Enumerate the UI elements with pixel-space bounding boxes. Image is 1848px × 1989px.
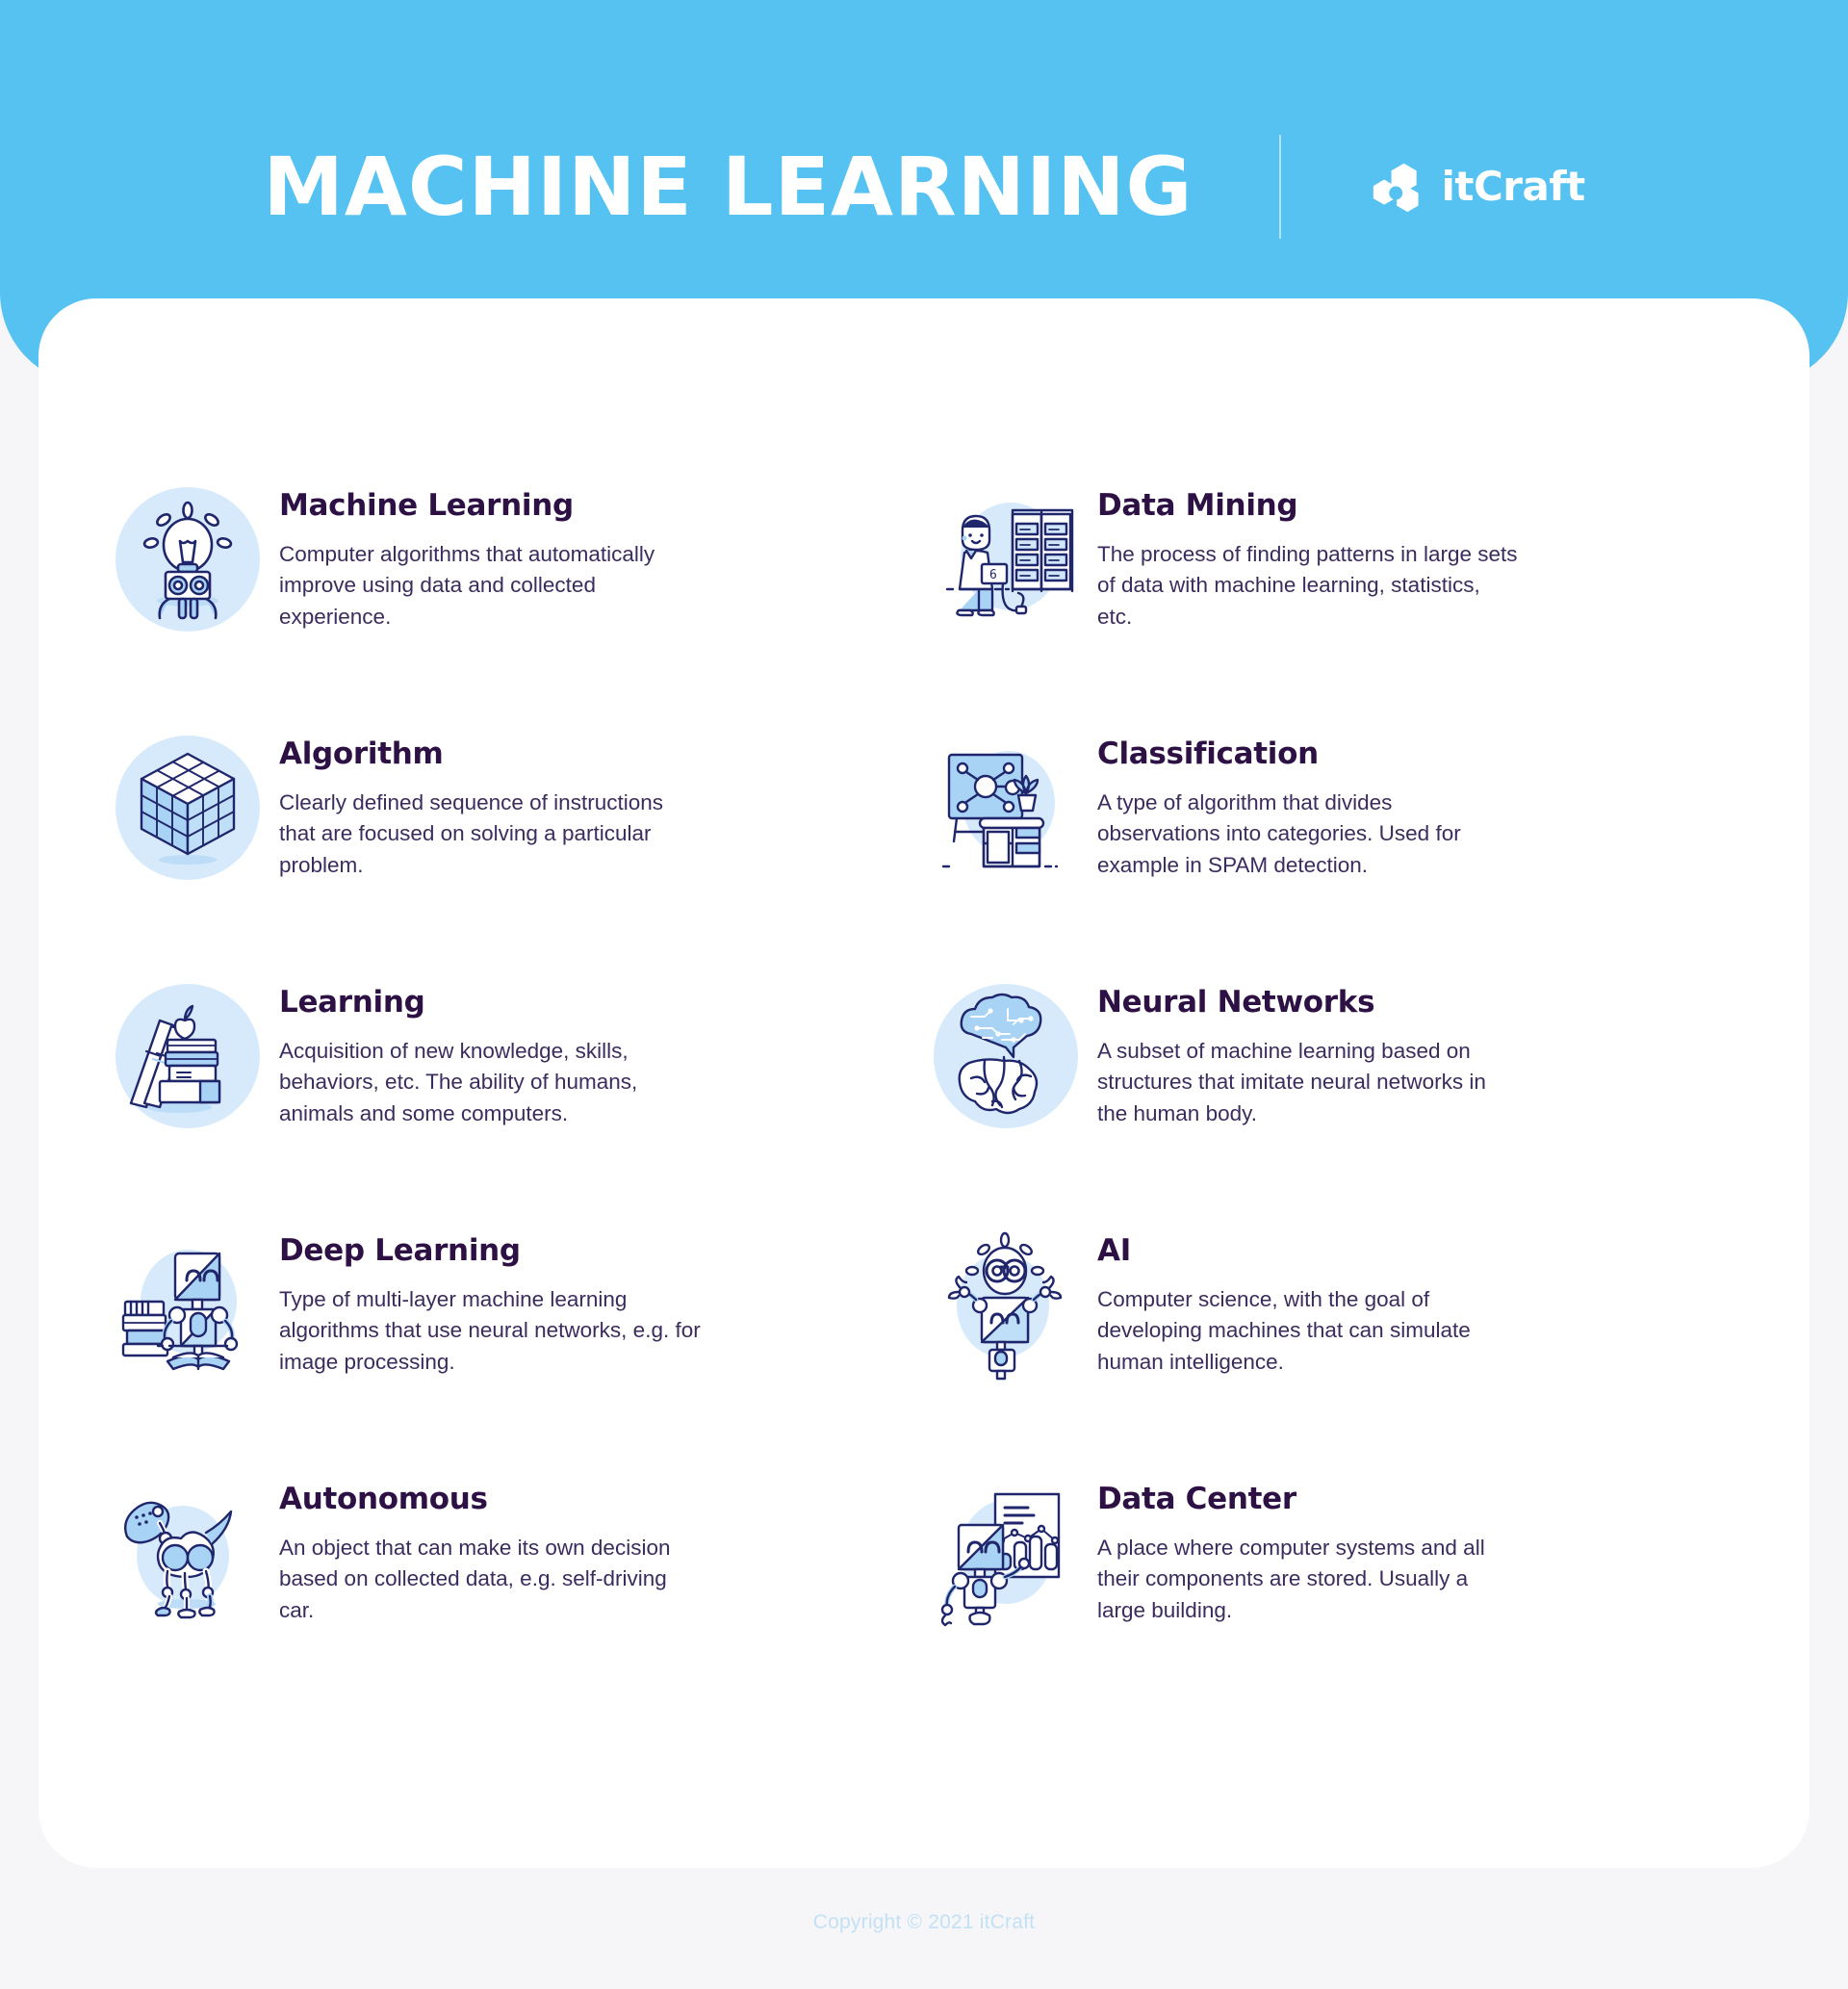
entry-title: Neural Networks <box>1097 985 1375 1020</box>
entry-text: Data Mining The process of finding patte… <box>1097 481 1521 633</box>
rubiks-cube-icon <box>116 736 260 880</box>
glossary-entry-neural-networks: Neural Networks A subset of machine lear… <box>934 978 1732 1227</box>
entry-text: Machine Learning Computer algorithms tha… <box>279 481 703 633</box>
technician-server-rack-icon: 6 <box>934 487 1078 632</box>
entry-description: The process of finding patterns in large… <box>1097 542 1518 629</box>
entry-title: Algorithm <box>279 736 444 771</box>
glossary-entry-machine-learning: Machine Learning Computer algorithms tha… <box>116 481 914 730</box>
entry-title: Autonomous <box>279 1482 488 1516</box>
glossary-entry-ai: AI Computer science, with the goal of de… <box>934 1227 1732 1475</box>
entry-text: AI Computer science, with the goal of de… <box>1097 1227 1521 1378</box>
content-card: Machine Learning Computer algorithms tha… <box>38 298 1810 1868</box>
brain-circuit-half-icon <box>934 984 1078 1128</box>
entry-title: Data Mining <box>1097 488 1298 523</box>
robot-lightbulb-idea-icon <box>116 487 260 632</box>
header-inner: MACHINE LEARNING itCraft <box>0 135 1848 239</box>
entry-title: Data Center <box>1097 1482 1296 1516</box>
robot-holding-chart-poster-icon <box>934 1481 1078 1627</box>
glossary-entry-algorithm: Algorithm Clearly defined sequence of in… <box>116 730 914 978</box>
header-divider <box>1279 135 1282 239</box>
entry-description: An object that can make its own decision… <box>279 1536 671 1622</box>
glossary-entry-deep-learning: Deep Learning Type of multi-layer machin… <box>116 1227 914 1475</box>
svg-text:6: 6 <box>989 568 997 582</box>
entry-title: Classification <box>1097 736 1319 771</box>
robot-dog-icon <box>116 1481 260 1625</box>
page-title: MACHINE LEARNING <box>263 140 1194 234</box>
entry-description: Clearly defined sequence of instructions… <box>279 790 663 877</box>
glossary-entry-classification: Classification A type of algorithm that … <box>934 730 1732 978</box>
entry-text: Data Center A place where computer syste… <box>1097 1475 1521 1626</box>
entry-text: Autonomous An object that can make its o… <box>279 1475 703 1626</box>
glossary-entry-data-center: Data Center A place where computer syste… <box>934 1475 1732 1723</box>
entry-text: Learning Acquisition of new knowledge, s… <box>279 978 703 1129</box>
glossary-entry-data-mining: 6 <box>934 481 1732 730</box>
glossary-entry-learning: Learning Acquisition of new knowledge, s… <box>116 978 914 1227</box>
brand-logo: itCraft <box>1281 160 1585 214</box>
entry-description: Type of multi-layer machine learning alg… <box>279 1287 701 1374</box>
whiteboard-node-diagram-desk-icon <box>934 736 1078 880</box>
footer-copyright: Copyright © 2021 itCraft <box>812 1911 1036 1933</box>
robot-reading-book-icon <box>116 1232 260 1377</box>
entry-title: Learning <box>279 985 425 1020</box>
entry-description: A subset of machine learning based on st… <box>1097 1039 1486 1125</box>
entry-title: AI <box>1097 1233 1131 1268</box>
robot-go-head-icon <box>934 1231 1078 1381</box>
entry-text: Deep Learning Type of multi-layer machin… <box>279 1227 703 1378</box>
entry-text: Algorithm Clearly defined sequence of in… <box>279 730 703 881</box>
itcraft-hexagon-logo-icon <box>1373 163 1420 213</box>
entry-description: Acquisition of new knowledge, skills, be… <box>279 1039 638 1125</box>
glossary-grid: Machine Learning Computer algorithms tha… <box>38 298 1810 1723</box>
books-stack-apple-icon <box>116 984 260 1128</box>
entry-description: A place where computer systems and all t… <box>1097 1536 1485 1622</box>
entry-title: Deep Learning <box>279 1233 521 1268</box>
entry-description: Computer algorithms that automatically i… <box>279 542 655 629</box>
entry-text: Classification A type of algorithm that … <box>1097 730 1521 881</box>
brand-name: itCraft <box>1441 163 1585 210</box>
entry-description: Computer science, with the goal of devel… <box>1097 1287 1471 1374</box>
entry-description: A type of algorithm that divides observa… <box>1097 790 1461 877</box>
entry-text: Neural Networks A subset of machine lear… <box>1097 978 1521 1129</box>
entry-title: Machine Learning <box>279 488 574 523</box>
glossary-entry-autonomous: Autonomous An object that can make its o… <box>116 1475 914 1723</box>
